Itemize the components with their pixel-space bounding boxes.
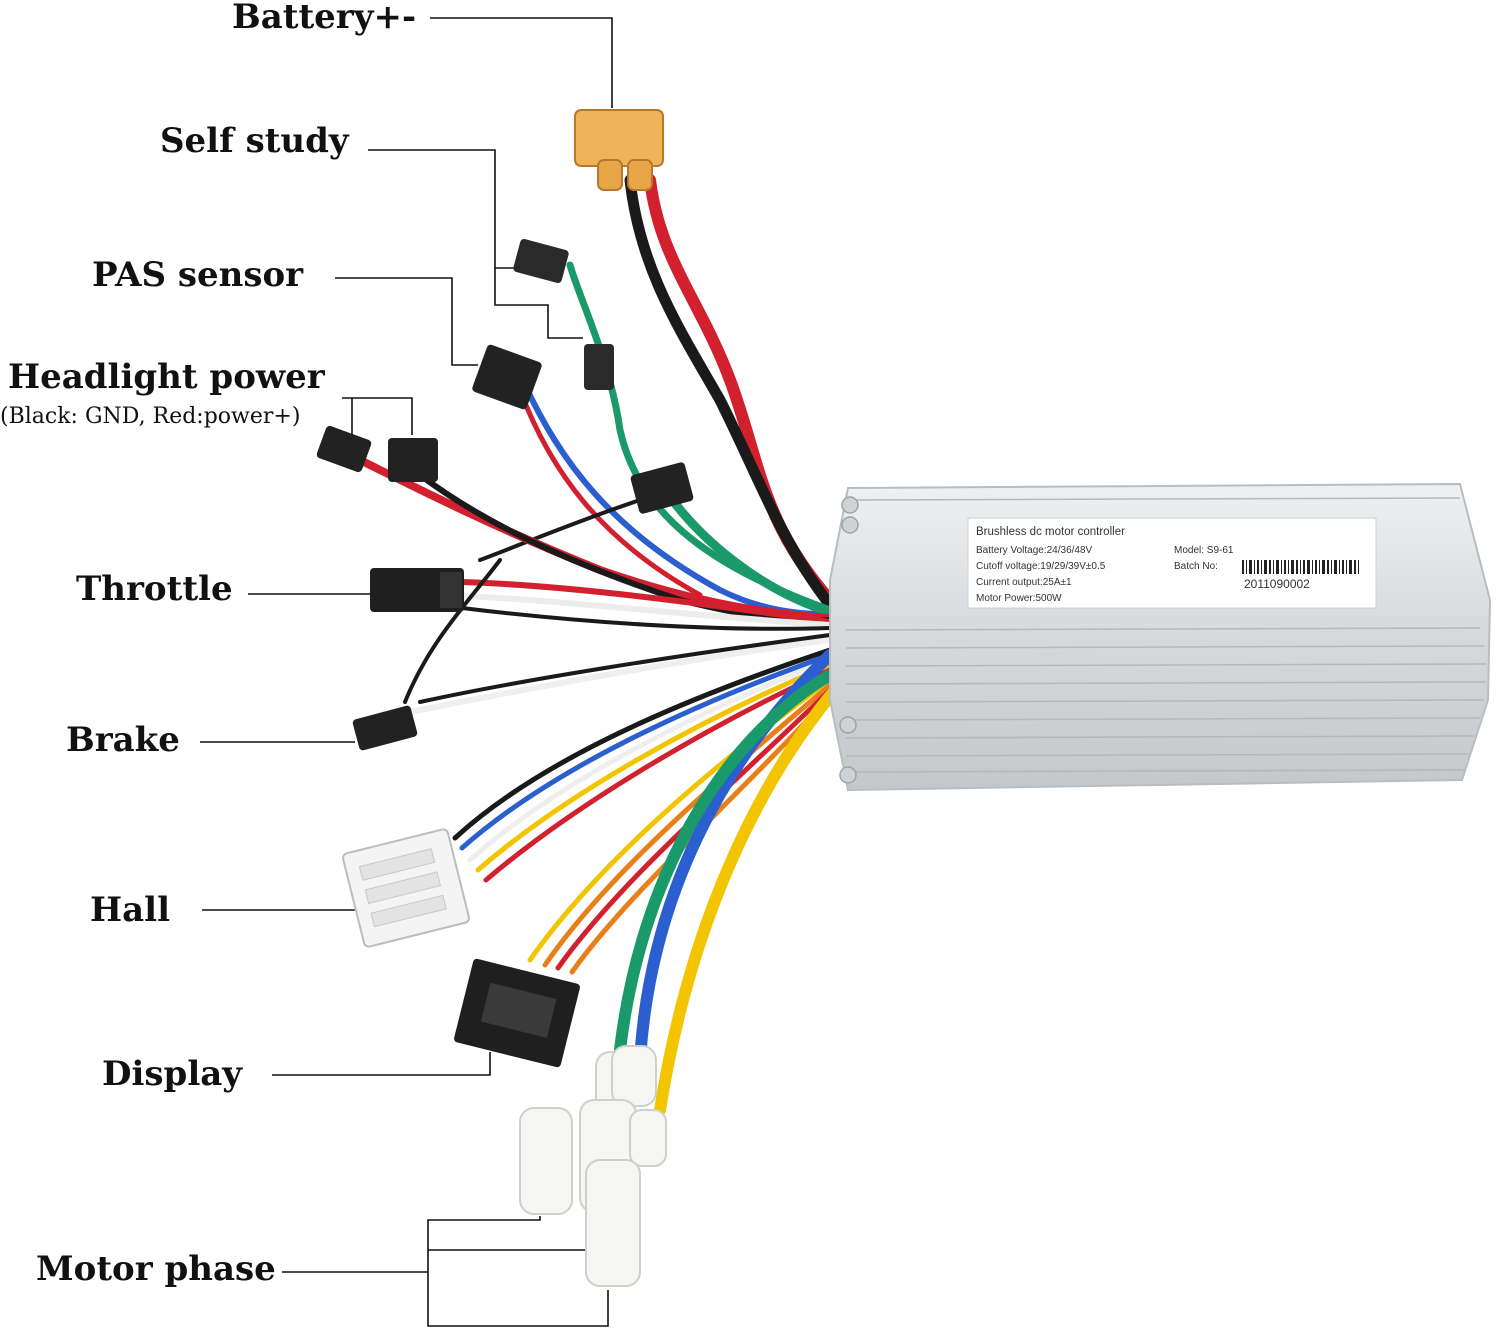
wire-pas-red (517, 387, 703, 598)
wire-battery-red (644, 174, 836, 606)
pas-connector (472, 344, 542, 410)
label-battery: Battery+- (232, 0, 417, 37)
label-display: Display (102, 1054, 243, 1094)
headlight-connector (316, 425, 438, 482)
wire-hall-white (467, 657, 833, 863)
wire-phase-yellow (654, 684, 841, 1116)
wire-throttle-white (459, 593, 833, 628)
leader-headlight (342, 397, 413, 435)
label-headlight-power: Headlight power (8, 357, 325, 397)
wire-pas-black (478, 498, 642, 562)
plate-cutoff-voltage: Cutoff voltage:19/29/39V±0.5 (976, 561, 1106, 572)
controller-housing: Brushless dc motor controller Battery Vo… (829, 482, 1492, 792)
wire-hall-red (483, 667, 833, 883)
barcode (1242, 560, 1359, 574)
leader-motor-phase-bracket (427, 1216, 609, 1327)
pas-secondary-connector (630, 462, 694, 514)
leader-pas (335, 277, 478, 366)
wire-battery-black (624, 174, 836, 611)
plate-current-output: Current output:25A±1 (976, 577, 1072, 588)
motor-phase-connectors (519, 1045, 667, 1287)
brake-connector (352, 705, 418, 751)
plate-motor-power: Motor Power:500W (976, 593, 1062, 604)
self-study-connector (513, 239, 614, 390)
label-self-study: Self study (160, 121, 349, 161)
label-motor-phase: Motor phase (36, 1249, 276, 1289)
xt60-connector (574, 109, 664, 191)
label-pas-sensor: PAS sensor (92, 255, 304, 295)
wire-throttle-red (459, 579, 833, 625)
label-brake: Brake (66, 720, 180, 760)
wire-display-orange (542, 682, 833, 968)
leader-motor-phase-mid (428, 1212, 589, 1251)
hall-connector (342, 828, 470, 948)
label-throttle: Throttle (76, 569, 233, 609)
leader-self-study-2 (494, 268, 583, 339)
wire-brake-white (407, 637, 833, 715)
wire-phase-green (614, 669, 836, 1056)
label-headlight-note: (Black: GND, Red:power+) (0, 404, 301, 429)
wires (346, 174, 841, 1116)
plate-title: Brushless dc motor controller (976, 526, 1125, 538)
display-connector (454, 958, 580, 1068)
leader-self-study (368, 149, 520, 269)
wire-brake-black2 (418, 633, 832, 704)
throttle-connector (370, 568, 464, 612)
plate-batch: Batch No: (1174, 561, 1218, 572)
connectors (316, 109, 694, 1287)
wire-hall-yellow (475, 662, 833, 873)
wire-throttle-black (460, 606, 832, 631)
wire-pas-green (660, 485, 835, 617)
leader-battery (430, 17, 613, 108)
plate-model: Model: S9-61 (1174, 545, 1234, 556)
wire-brake-black (403, 558, 502, 704)
housing-screws (839, 496, 859, 784)
plate-serial: 2011090002 (1244, 577, 1310, 591)
wire-hall-black (452, 647, 833, 841)
plate-battery-voltage: Battery Voltage:24/36/48V (976, 545, 1093, 556)
label-hall: Hall (90, 890, 170, 930)
leader-display (272, 1052, 491, 1076)
wire-hall-blue (459, 652, 833, 851)
